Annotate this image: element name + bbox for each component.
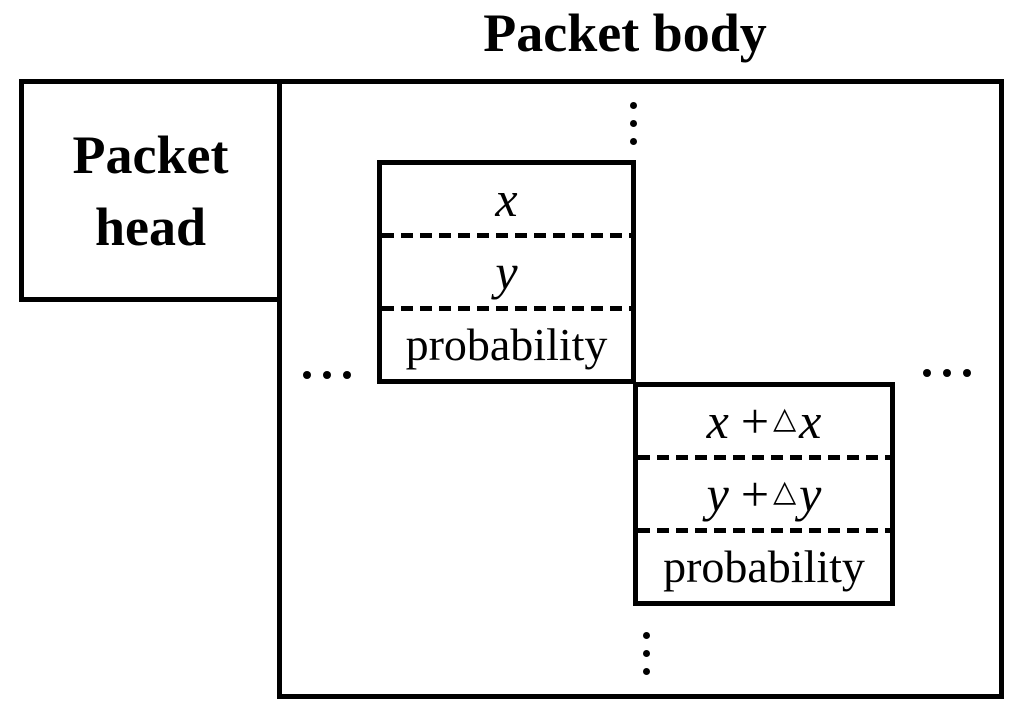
dashed-divider (638, 455, 890, 460)
record2-field-y-plus-dy: y + △ y (638, 460, 890, 528)
plus-sign: + (740, 466, 770, 522)
record1-x-label: x (495, 171, 518, 227)
record2-x-base: x (706, 393, 729, 449)
record-box-1: x y probability (377, 160, 636, 384)
record1-field-x: x (382, 165, 631, 233)
dashed-divider (638, 528, 890, 533)
packet-body-title: Packet body (483, 3, 767, 63)
record2-x-increment: x (799, 393, 822, 449)
packet-head-box: Packet head (19, 79, 282, 302)
record2-field-probability: probability (638, 533, 890, 601)
dashed-divider (382, 306, 631, 311)
record-box-2: x + △ x y + △ y probability (633, 382, 895, 606)
ellipsis-left-icon (303, 371, 351, 379)
record2-probability-label: probability (663, 541, 865, 592)
record1-probability-label: probability (405, 319, 608, 370)
record2-y-base: y (706, 466, 729, 522)
delta-triangle-icon: △ (773, 474, 797, 509)
ellipsis-bottom-icon (643, 632, 650, 675)
plus-sign: + (740, 393, 770, 449)
packet-head-label: Packet head (72, 124, 229, 257)
delta-triangle-icon: △ (773, 401, 797, 436)
record1-field-probability: probability (382, 311, 631, 379)
record2-y-increment: y (799, 466, 822, 522)
record2-field-x-plus-dx: x + △ x (638, 387, 890, 455)
record1-y-label: y (495, 244, 518, 300)
ellipsis-top-icon (630, 102, 637, 145)
packet-body-box (277, 79, 1004, 699)
ellipsis-right-icon (923, 369, 971, 377)
dashed-divider (382, 233, 631, 238)
record1-field-y: y (382, 238, 631, 306)
